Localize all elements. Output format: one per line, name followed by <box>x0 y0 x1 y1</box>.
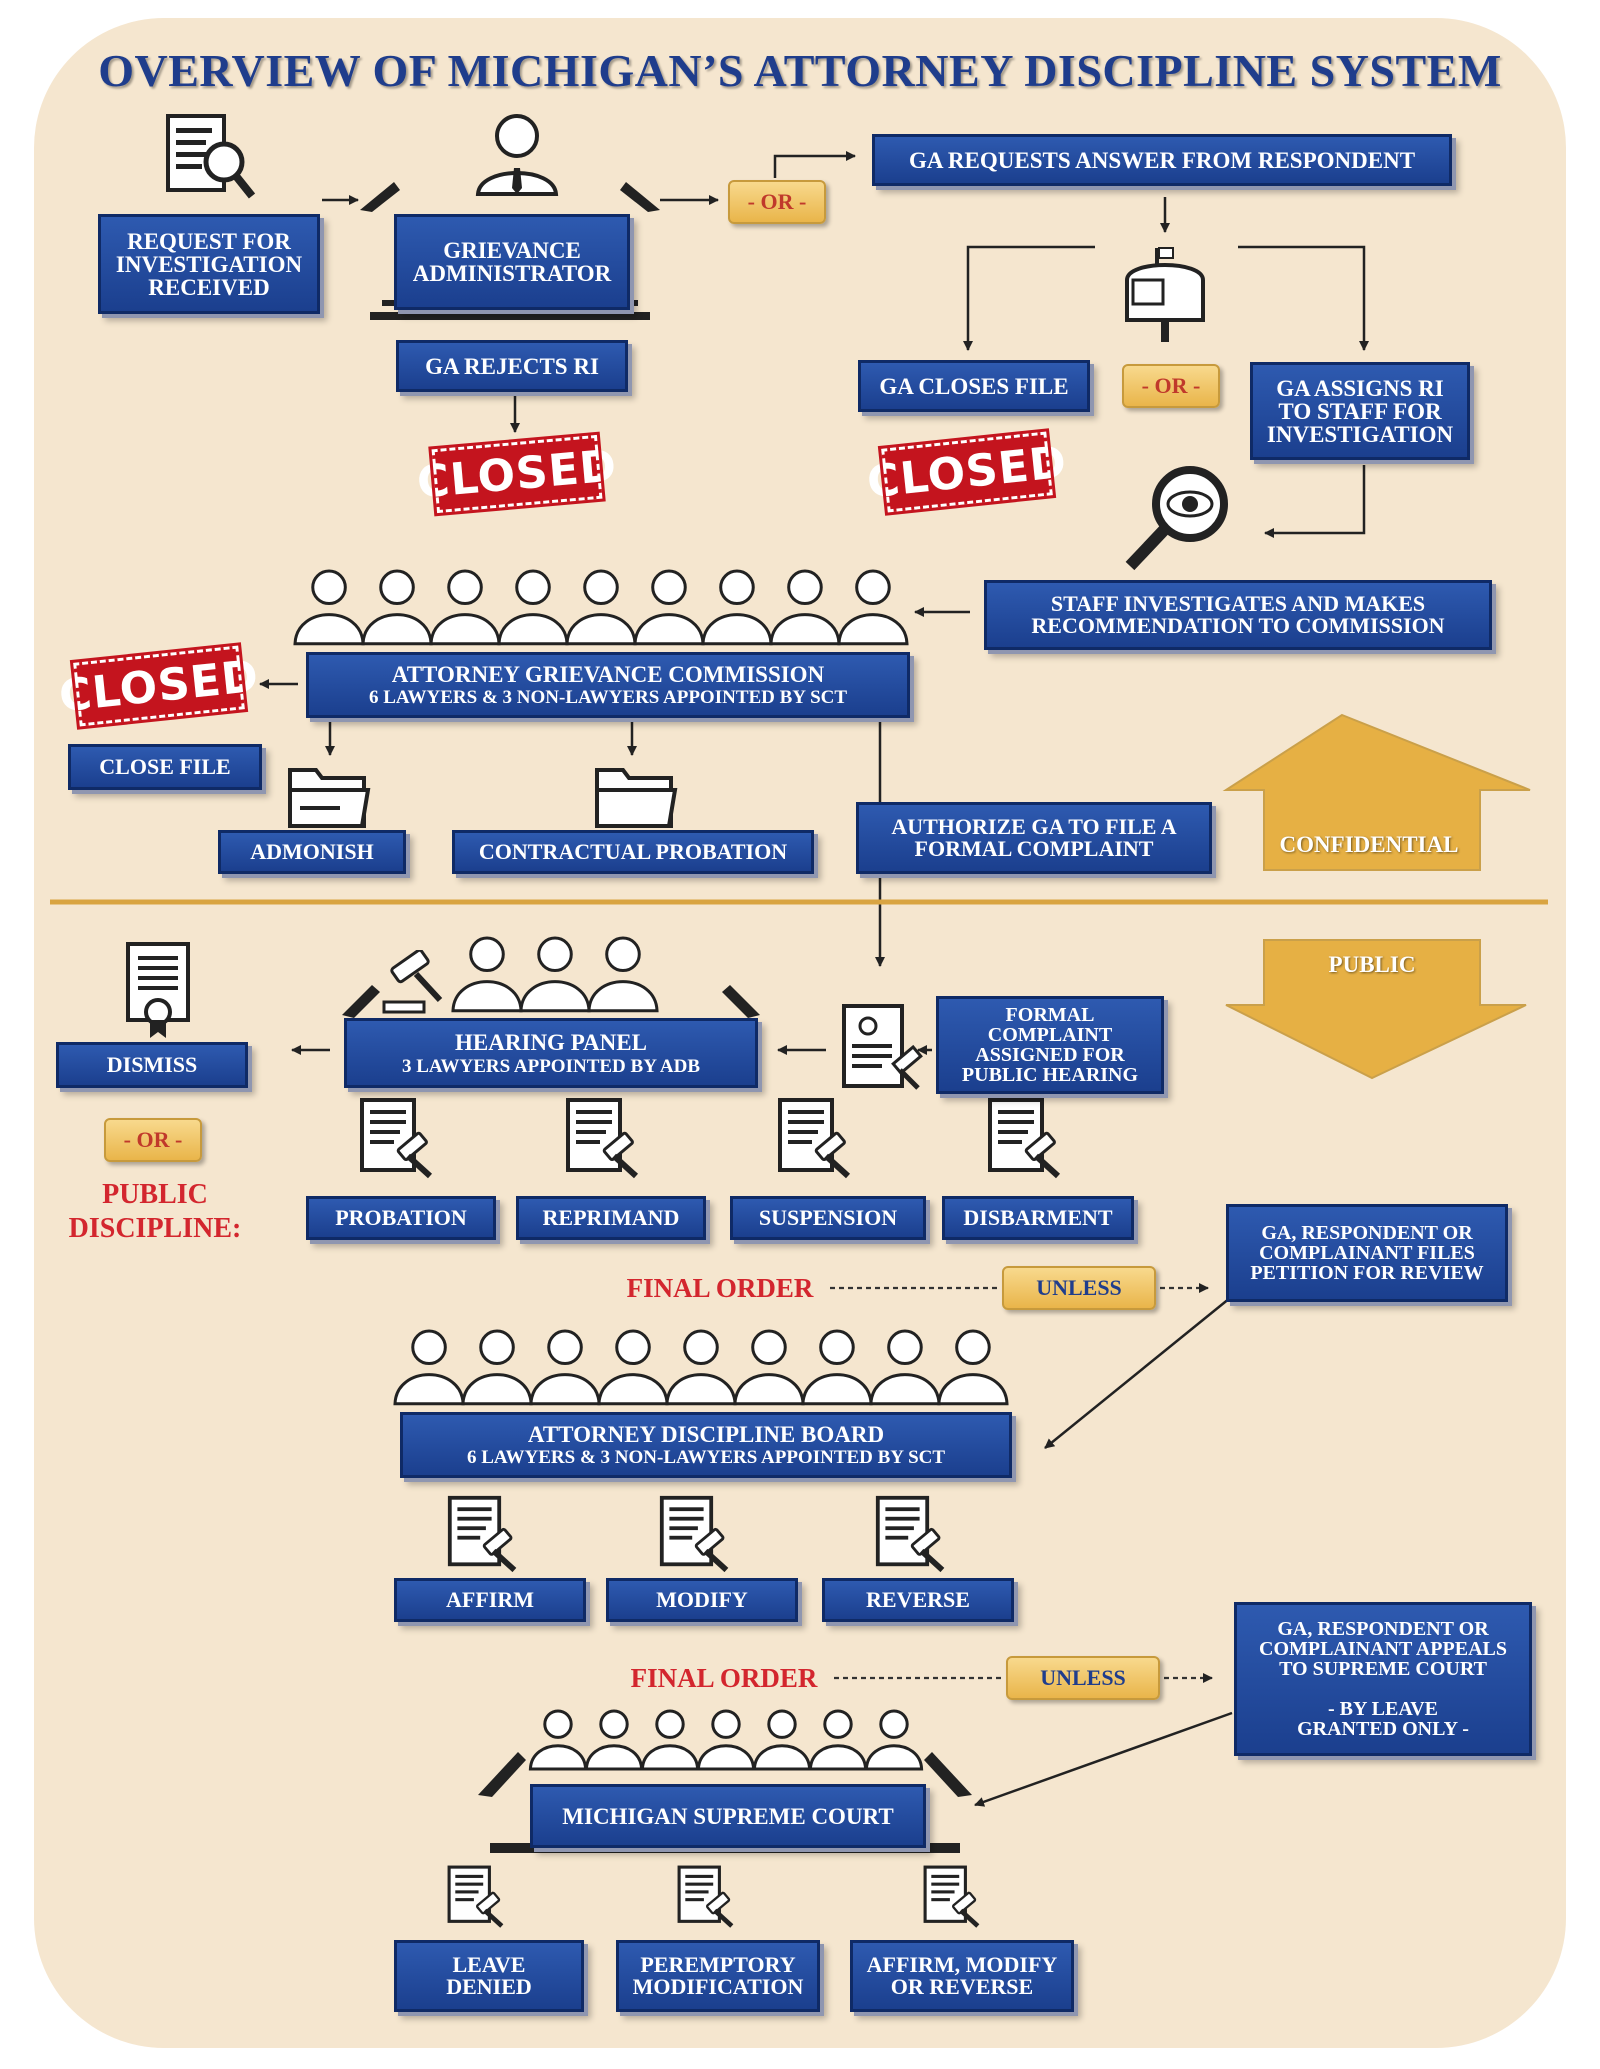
ga-closes-file-box: GA CLOSES FILE <box>858 360 1090 412</box>
hearing-panel-title: HEARING PANEL <box>455 1029 647 1055</box>
document-gavel-icon <box>677 1865 734 1928</box>
agc-title: ATTORNEY GRIEVANCE COMMISSION <box>391 662 825 687</box>
complaint-document-icon <box>842 1004 923 1090</box>
document-gavel-icon <box>778 1098 851 1179</box>
gavel-icon <box>382 950 443 1014</box>
reverse-box: REVERSE <box>822 1578 1014 1622</box>
final-order-label: FINAL ORDER <box>626 1273 814 1303</box>
dismiss-box: DISMISS <box>56 1042 248 1088</box>
document-gavel-icon <box>875 1495 945 1573</box>
formal-complaint-box: FORMAL COMPLAINT ASSIGNED FOR PUBLIC HEA… <box>936 996 1164 1094</box>
ga-assigns-staff-box: GA ASSIGNS RI TO STAFF FOR INVESTIGATION <box>1250 362 1470 460</box>
document-gavel-icon <box>988 1098 1061 1179</box>
close-file-box: CLOSE FILE <box>68 744 262 790</box>
person-icon <box>475 114 559 196</box>
unless-badge: UNLESS <box>1006 1656 1160 1700</box>
affirm-modify-reverse-box: AFFIRM, MODIFY OR REVERSE <box>850 1940 1074 2012</box>
reprimand-box: REPRIMAND <box>516 1196 706 1240</box>
appeal-supreme-court-box: GA, RESPONDENT OR COMPLAINANT APPEALS TO… <box>1234 1602 1532 1756</box>
public-label: PUBLIC <box>1328 952 1416 977</box>
adb-subtitle: 6 LAWYERS & 3 NON-LAWYERS APPOINTED BY S… <box>466 1447 946 1468</box>
public-discipline-label: PUBLIC DISCIPLINE: <box>68 1179 242 1244</box>
document-gavel-icon <box>360 1098 433 1179</box>
grievance-administrator-box: GRIEVANCE ADMINISTRATOR <box>394 214 630 310</box>
affirm-box: AFFIRM <box>394 1578 586 1622</box>
unless-badge: UNLESS <box>1002 1266 1156 1310</box>
document-gavel-icon <box>923 1865 980 1928</box>
disbarment-box: DISBARMENT <box>942 1196 1134 1240</box>
ga-requests-answer-box: GA REQUESTS ANSWER FROM RESPONDENT <box>872 134 1452 186</box>
folder-icon <box>288 768 371 828</box>
or-badge: - OR - <box>1122 364 1220 408</box>
contractual-probation-box: CONTRACTUAL PROBATION <box>452 830 814 874</box>
admonish-box: ADMONISH <box>218 830 406 874</box>
document-magnifier-icon <box>166 114 256 199</box>
confidential-label: CONFIDENTIAL <box>1279 832 1459 857</box>
mailbox-icon <box>1125 247 1205 342</box>
michigan-supreme-court-box: MICHIGAN SUPREME COURT <box>530 1784 926 1848</box>
panel-members-icon <box>450 935 660 1018</box>
page-title: OVERVIEW OF MICHIGAN’S ATTORNEY DISCIPLI… <box>98 45 1502 96</box>
agc-subtitle: 6 LAWYERS & 3 NON-LAWYERS APPOINTED BY S… <box>368 687 848 708</box>
attorney-discipline-board-box: ATTORNEY DISCIPLINE BOARD 6 LAWYERS & 3 … <box>400 1412 1012 1478</box>
staff-investigates-box: STAFF INVESTIGATES AND MAKES RECOMMENDAT… <box>984 580 1492 650</box>
or-badge: - OR - <box>104 1118 202 1162</box>
eye-magnifier-icon <box>1125 466 1228 571</box>
peremptory-modification-box: PEREMPTORY MODIFICATION <box>616 1940 820 2012</box>
leave-denied-box: LEAVE DENIED <box>394 1940 584 2012</box>
hearing-panel-box: HEARING PANEL 3 LAWYERS APPOINTED BY ADB <box>344 1018 758 1088</box>
hearing-panel-subtitle: 3 LAWYERS APPOINTED BY ADB <box>401 1055 701 1077</box>
commission-members-icon <box>292 568 910 651</box>
document-gavel-icon <box>447 1865 504 1928</box>
justices-icon <box>528 1708 924 1776</box>
folder-icon <box>595 768 678 828</box>
authorize-formal-complaint-box: AUTHORIZE GA TO FILE A FORMAL COMPLAINT <box>856 802 1212 874</box>
document-gavel-icon <box>566 1098 639 1179</box>
confidential-arrow <box>1222 713 1531 871</box>
document-gavel-icon <box>659 1495 729 1573</box>
petition-for-review-box: GA, RESPONDENT OR COMPLAINANT FILES PETI… <box>1226 1204 1508 1302</box>
final-order-label: FINAL ORDER <box>630 1663 818 1693</box>
board-members-icon <box>392 1328 1010 1411</box>
modify-box: MODIFY <box>606 1578 798 1622</box>
or-badge: - OR - <box>728 180 826 224</box>
suspension-box: SUSPENSION <box>730 1196 926 1240</box>
adb-title: ATTORNEY DISCIPLINE BOARD <box>527 1422 885 1447</box>
attorney-grievance-commission-box: ATTORNEY GRIEVANCE COMMISSION 6 LAWYERS … <box>306 652 910 718</box>
certificate-icon <box>126 942 190 1038</box>
public-arrow <box>1225 939 1527 1080</box>
request-received-box: REQUEST FOR INVESTIGATION RECEIVED <box>98 214 320 314</box>
document-gavel-icon <box>447 1495 517 1573</box>
probation-box: PROBATION <box>306 1196 496 1240</box>
ga-rejects-box: GA REJECTS RI <box>396 340 628 392</box>
